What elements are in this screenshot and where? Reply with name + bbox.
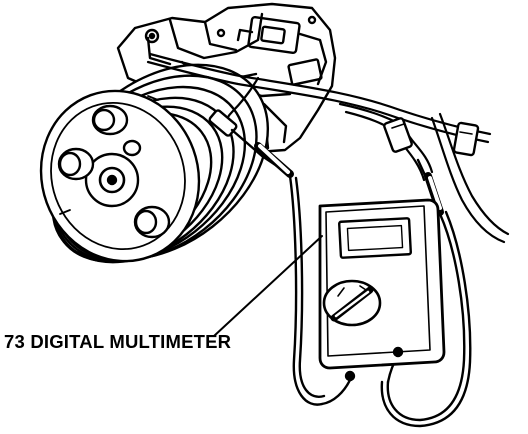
multimeter-callout-label: 73 DIGITAL MULTIMETER bbox=[4, 331, 232, 352]
multimeter-display bbox=[338, 217, 412, 259]
callout-leader-line bbox=[213, 235, 323, 337]
input-jacks bbox=[344, 346, 404, 382]
harness-connector bbox=[208, 109, 480, 157]
selector-dial bbox=[322, 279, 382, 327]
digital-multimeter bbox=[318, 198, 446, 382]
test-leads bbox=[230, 128, 472, 428]
pulley-rivets bbox=[57, 104, 171, 239]
